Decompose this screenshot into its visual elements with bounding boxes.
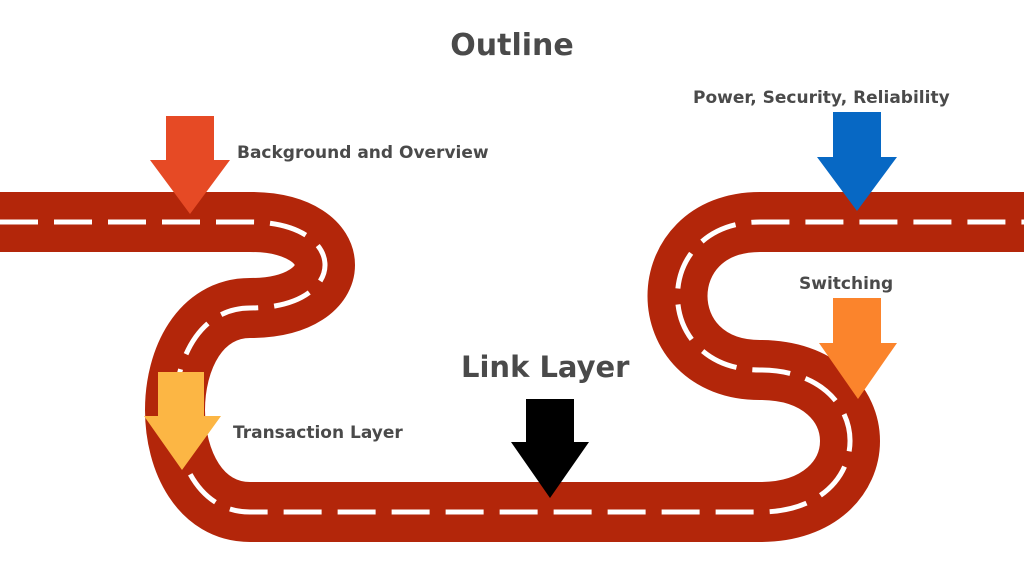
milestone-label-background: Background and Overview bbox=[237, 143, 489, 163]
milestone-arrow-background bbox=[150, 116, 230, 214]
milestone-label-switching: Switching bbox=[799, 274, 894, 294]
milestone-arrow-link bbox=[511, 399, 589, 498]
milestone-label-power: Power, Security, Reliability bbox=[693, 88, 950, 108]
page-title: Outline bbox=[450, 28, 574, 63]
road-center-line bbox=[0, 219, 1024, 515]
milestone-arrow-transaction bbox=[144, 372, 221, 470]
milestone-label-link: Link Layer bbox=[461, 350, 630, 384]
milestone-label-transaction: Transaction Layer bbox=[233, 423, 403, 443]
milestone-arrow-switching bbox=[819, 298, 897, 399]
milestone-arrow-power bbox=[817, 112, 897, 211]
